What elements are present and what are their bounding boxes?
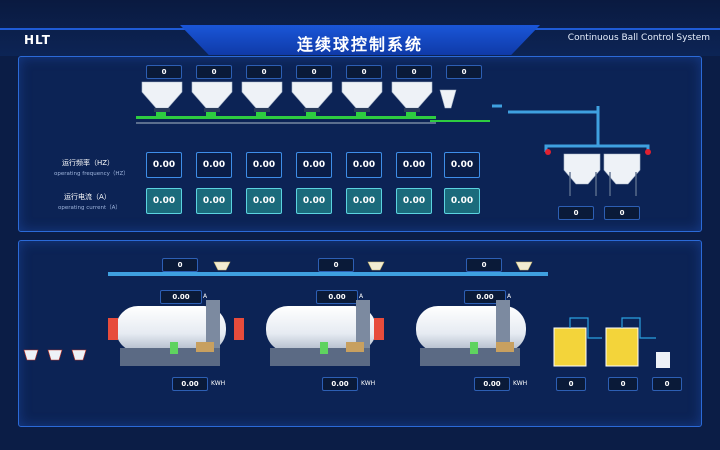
silo-count-1: 0 [558,206,594,220]
current-label-en: operating current（A） [58,205,121,211]
current-value-7: 0.00 [444,188,480,214]
hopper-count-6: 0 [396,65,432,79]
page-subtitle: Continuous Ball Control System [567,33,710,43]
hopper-count-1: 0 [146,65,182,79]
ball-mill-line [23,300,670,368]
feeder-icons [213,261,533,271]
logo: HLT [24,33,51,47]
transfer-pipe [492,104,651,155]
frequency-value-7: 0.00 [444,152,480,178]
mill-current-2: 0.00 [316,290,358,304]
silo-pair [563,153,641,196]
title-plate [180,25,540,55]
mill-current-unit-3: A [507,293,512,300]
current-value-6: 0.00 [396,188,432,214]
mill-current-3: 0.00 [464,290,506,304]
kwh-value-1: 0.00 [172,377,208,391]
frequency-value-5: 0.00 [346,152,382,178]
current-value-2: 0.00 [196,188,232,214]
tank-count-3: 0 [652,377,682,391]
mill-current-unit-1: A [203,293,208,300]
hopper-count-2: 0 [196,65,232,79]
frequency-value-6: 0.00 [396,152,432,178]
page-title: 连续球控制系统 [296,35,423,54]
kwh-unit-3: KWH [513,380,528,387]
current-value-1: 0.00 [146,188,182,214]
silo-count-2: 0 [604,206,640,220]
mill-current-1: 0.00 [160,290,202,304]
mill-current-unit-2: A [359,293,364,300]
hopper-count-5: 0 [346,65,382,79]
feeder-count-2: 0 [318,258,354,272]
frequency-value-3: 0.00 [246,152,282,178]
kwh-unit-2: KWH [361,380,376,387]
current-value-4: 0.00 [296,188,332,214]
hopper-count-7: 0 [446,65,482,79]
frequency-value-2: 0.00 [196,152,232,178]
hopper-count-3: 0 [246,65,282,79]
frequency-value-1: 0.00 [146,152,182,178]
feeder-count-1: 0 [162,258,198,272]
frequency-label-en: operating frequency（HZ） [54,171,129,177]
kwh-value-3: 0.00 [474,377,510,391]
frequency-value-4: 0.00 [296,152,332,178]
feeder-count-3: 0 [466,258,502,272]
current-value-5: 0.00 [346,188,382,214]
hopper-row [136,81,490,124]
tank-count-1: 0 [556,377,586,391]
tank-count-2: 0 [608,377,638,391]
hopper-count-4: 0 [296,65,332,79]
frequency-label: 运行频率（HZ） [62,159,115,167]
feed-belt [108,272,548,276]
kwh-unit-1: KWH [211,380,226,387]
current-label: 运行电流（A） [64,193,111,201]
kwh-value-2: 0.00 [322,377,358,391]
current-value-3: 0.00 [246,188,282,214]
